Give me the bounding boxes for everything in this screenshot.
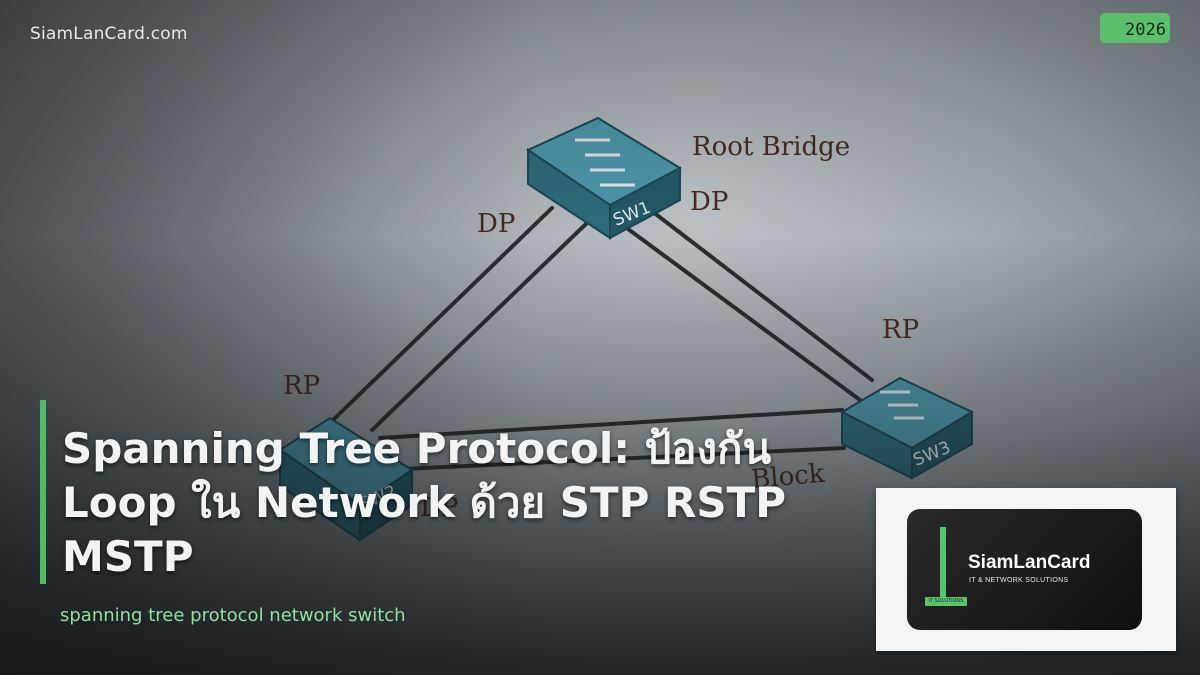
logo-plate: SiamLanCard IT & NETWORK SOLUTIONS IT SO… (907, 509, 1142, 630)
switch-sw3: SW3 (839, 376, 975, 480)
logo-tagline: IT & NETWORK SOLUTIONS (969, 577, 1069, 584)
port-label-sw2-top: RP (283, 371, 320, 401)
logo-accent-stripe (940, 527, 946, 605)
link-sw1-sw3-a (638, 200, 874, 382)
link-sw1-sw2-b (370, 220, 590, 432)
port-label-sw3-top: RP (882, 315, 919, 345)
switch-sw1: SW1 (525, 116, 683, 240)
logo-name: SiamLanCard (968, 552, 1091, 573)
title-accent-bar (40, 400, 46, 584)
logo-card: SiamLanCard IT & NETWORK SOLUTIONS IT SO… (876, 488, 1176, 651)
subtitle: spanning tree protocol network switch (60, 605, 406, 626)
link-sw1-sw3-b (622, 224, 862, 402)
link-sw1-sw2-a (331, 206, 554, 422)
page-title: Spanning Tree Protocol: ป้องกัน Loop ใน … (62, 424, 787, 581)
port-label-sw1-left: DP (477, 209, 515, 239)
port-label-sw1-right: DP (690, 187, 728, 217)
year-badge: 2026 (1100, 13, 1170, 43)
site-label: SiamLanCard.com (30, 24, 188, 44)
root-bridge-label: Root Bridge (692, 132, 850, 162)
logo-chip: IT SOLUTIONS (925, 597, 967, 606)
